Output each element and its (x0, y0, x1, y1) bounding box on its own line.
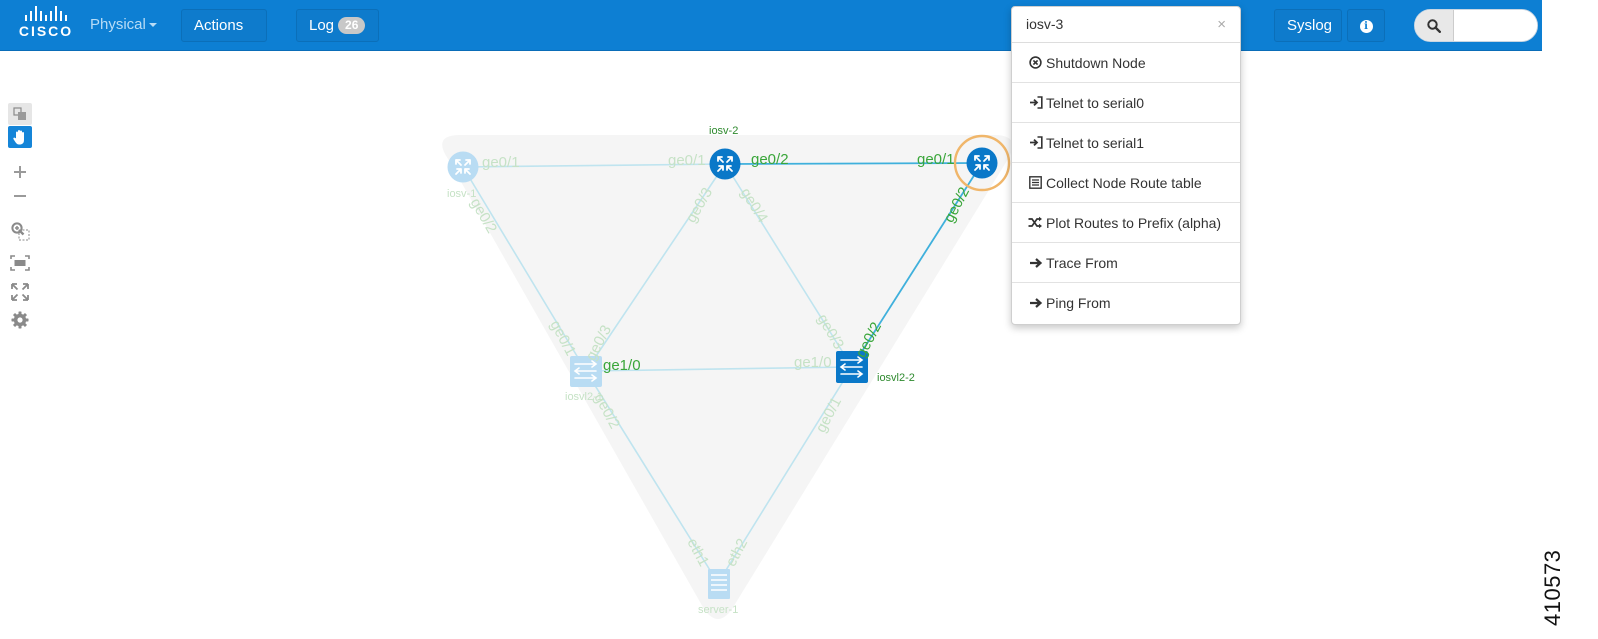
menu-item-ping-from[interactable]: Ping From (1012, 283, 1240, 323)
server-server-1-icon (708, 569, 730, 599)
zoom-in-button[interactable] (8, 161, 32, 183)
node-context-menu: iosv-3 × Shutdown Node Telnet to serial0… (1011, 6, 1241, 325)
menu-item-shutdown-node[interactable]: Shutdown Node (1012, 43, 1240, 83)
search-input[interactable] (1455, 10, 1537, 41)
context-menu-header: iosv-3 × (1012, 7, 1240, 43)
switch-iosvl2-1-icon (570, 356, 602, 387)
router-iosv-3-icon (966, 147, 998, 179)
link-iosvl21-server1 (585, 370, 719, 584)
link-iosv2-iosv3 (724, 162, 983, 165)
caret-down-icon (197, 55, 205, 60)
log-count-badge: 26 (338, 17, 366, 34)
list-icon (1028, 175, 1043, 190)
node-label-iosv-2: iosv-2 (709, 125, 739, 137)
iface-label-iosv2-ge01: ge0/1 (668, 152, 706, 169)
figure-id: 410573 (1540, 549, 1565, 626)
fit-screen-icon (10, 255, 30, 271)
switch-iosvl2-2-icon (836, 351, 868, 383)
iface-label-iosvl22-ge10: ge1/0 (794, 354, 832, 371)
selection-ring (953, 134, 1011, 192)
router-iosv-2-icon (709, 148, 741, 180)
iface-label-iosv1-ge01: ge0/1 (482, 154, 520, 171)
menu-item-collect-route-table[interactable]: Collect Node Route table (1012, 163, 1240, 203)
node-label-server-1: server-1 (698, 604, 739, 616)
fullscreen-button[interactable] (8, 281, 32, 303)
menu-item-label: Plot Routes to Prefix (alpha) (1046, 214, 1222, 231)
link-iosvl21-iosvl22 (585, 366, 853, 372)
menu-item-label: Telnet to serial0 (1046, 94, 1145, 111)
menu-item-label: Trace From (1046, 254, 1118, 271)
link-iosv3-iosvl22 (851, 162, 983, 368)
topology-graph (442, 134, 1013, 619)
link-iosv2-iosvl22 (724, 163, 853, 368)
select-icon (13, 107, 26, 120)
link-iosvl22-server1 (717, 366, 853, 584)
arrow-right-icon (1028, 296, 1043, 311)
circle-x-icon (1028, 55, 1043, 70)
settings-button[interactable] (8, 309, 32, 331)
plus-icon (14, 166, 26, 178)
info-icon: i (1359, 20, 1373, 33)
menu-item-label: Telnet to serial1 (1046, 134, 1145, 151)
context-menu-title: iosv-3 (1026, 16, 1064, 32)
log-label: Log (309, 17, 335, 34)
search-group (1414, 9, 1538, 42)
menu-item-telnet-serial1[interactable]: Telnet to serial1 (1012, 123, 1240, 163)
zoom-out-button[interactable] (8, 185, 32, 207)
gear-icon (11, 311, 29, 329)
actions-dropdown-button[interactable]: Actions (181, 9, 267, 60)
menu-item-label: Shutdown Node (1046, 54, 1146, 71)
expand-icon (11, 283, 29, 301)
menu-item-label: Collect Node Route table (1046, 174, 1202, 191)
node-label-iosv-1: iosv-1 (447, 188, 477, 200)
search-icon (1427, 18, 1441, 33)
cisco-logo-bars (18, 5, 74, 21)
cisco-logo-text: CISCO (18, 23, 74, 39)
router-iosv-1-icon (447, 151, 479, 183)
info-button[interactable]: i (1347, 9, 1385, 42)
hand-icon (13, 129, 24, 144)
search-button[interactable] (1415, 10, 1454, 41)
iface-label-iosv2-ge02: ge0/2 (751, 151, 789, 168)
link-iosv2-iosvl21 (585, 163, 726, 372)
node-label-iosvl2-2: iosvl2-2 (877, 372, 915, 384)
fit-to-screen-button[interactable] (8, 252, 32, 274)
view-dropdown[interactable]: Physical (90, 16, 157, 33)
syslog-label: Syslog (1287, 17, 1333, 34)
link-iosv1-iosv2 (462, 163, 726, 168)
select-mode-tool[interactable] (8, 103, 32, 125)
topology-canvas[interactable]: iosv-1 iosv-2 iosvl2-1 iosvl2-2 server-1… (0, 51, 1598, 639)
shuffle-icon (1028, 215, 1043, 230)
caret-down-icon (148, 23, 157, 28)
iface-label-iosv3-ge01: ge0/1 (917, 151, 955, 168)
sign-in-icon (1028, 95, 1043, 110)
sign-in-icon (1028, 135, 1043, 150)
cisco-logo[interactable]: CISCO (18, 5, 74, 39)
menu-item-label: Ping From (1046, 295, 1111, 311)
zoom-selection-button[interactable] (8, 220, 32, 242)
link-iosv1-iosvl21 (462, 166, 587, 372)
minus-icon (14, 195, 26, 197)
iface-label-iosvl21-ge10: ge1/0 (603, 357, 641, 374)
node-group-background (442, 135, 1013, 619)
close-icon[interactable]: × (1217, 16, 1226, 33)
node-label-iosvl2-1: iosvl2-1 (565, 391, 603, 403)
pan-mode-tool[interactable] (8, 126, 32, 148)
menu-item-telnet-serial0[interactable]: Telnet to serial0 (1012, 83, 1240, 123)
actions-label: Actions (194, 17, 244, 34)
syslog-button[interactable]: Syslog (1274, 9, 1342, 42)
arrow-right-icon (1028, 255, 1043, 270)
zoom-selection-icon (11, 222, 30, 241)
view-dropdown-label: Physical (90, 16, 146, 33)
menu-item-trace-from[interactable]: Trace From (1012, 243, 1240, 283)
menu-item-plot-routes[interactable]: Plot Routes to Prefix (alpha) (1012, 203, 1240, 243)
